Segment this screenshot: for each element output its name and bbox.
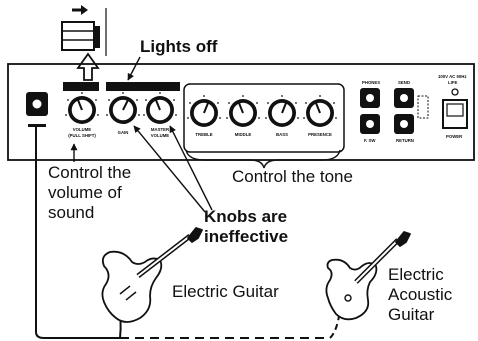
gain-pointer (133, 125, 206, 213)
treble-knob-label: TREBLE (195, 132, 212, 137)
send-jack (394, 88, 414, 108)
lights-off-label: Lights off (140, 37, 218, 56)
power-lamp (451, 88, 459, 96)
master-volume-knob (146, 96, 174, 124)
electric-acoustic-guitar-drawing (325, 231, 411, 321)
fsw-jack (360, 114, 380, 134)
return-jack (394, 114, 414, 134)
middle-knob-label: MIDDLE (235, 132, 252, 137)
footswitch-icon (61, 5, 107, 56)
input-jack (26, 92, 48, 127)
gain-knob-label: GAIN (118, 130, 129, 135)
electric-guitar-label: Electric Guitar (172, 282, 279, 301)
volume-header-bar (63, 82, 99, 91)
electric-acoustic-line3: Guitar (388, 305, 435, 324)
control-volume-line1: Control the (48, 163, 132, 182)
knobs-ineffective-line2: ineffective (204, 227, 289, 246)
master-volume-knob-label: MASTER (151, 127, 170, 132)
volume-knob-sublabel: (PULL SHIFT) (68, 133, 96, 138)
power-switch (442, 99, 468, 129)
power-spec-line1: 100V AC 50Hz (438, 74, 467, 79)
phones-label: PHONES (362, 80, 380, 85)
bass-knob (268, 99, 296, 127)
treble-knob (190, 99, 218, 127)
knob-scale-marks (65, 92, 337, 119)
power-spec-line2: LIFE (448, 80, 457, 85)
send-return-bracket (417, 95, 429, 119)
volume-knob (68, 96, 96, 124)
return-label: RETURN (396, 138, 414, 143)
master-volume-knob-sublabel: VOLUME (151, 133, 170, 138)
control-tone-label: Control the tone (232, 167, 353, 186)
gain-header-bar (106, 82, 180, 91)
control-volume-line2: volume of (48, 183, 122, 202)
electric-acoustic-line1: Electric (388, 265, 444, 284)
presence-knob (306, 99, 334, 127)
electric-acoustic-line2: Acoustic (388, 285, 453, 304)
presence-knob-label: PRESENCE (308, 132, 332, 137)
control-volume-line3: sound (48, 203, 95, 222)
phones-jack (360, 88, 380, 108)
middle-knob (229, 99, 257, 127)
electric-guitar-drawing (101, 227, 203, 323)
tone-group-frame (183, 83, 345, 153)
bass-knob-label: BASS (276, 132, 288, 137)
volume-knob-label: VOLUME (73, 127, 92, 132)
knobs-ineffective-line1: Knobs are (204, 207, 288, 226)
lights-off-pointer (127, 56, 141, 81)
master-volume-pointer (169, 125, 213, 211)
tone-bracket (185, 149, 341, 169)
send-label: SEND (398, 80, 410, 85)
guitar-cable (35, 127, 120, 339)
gain-knob (109, 96, 137, 124)
power-label: POWER (446, 134, 463, 139)
fsw-label: F. SW (364, 138, 376, 143)
up-arrow-icon (76, 52, 100, 81)
